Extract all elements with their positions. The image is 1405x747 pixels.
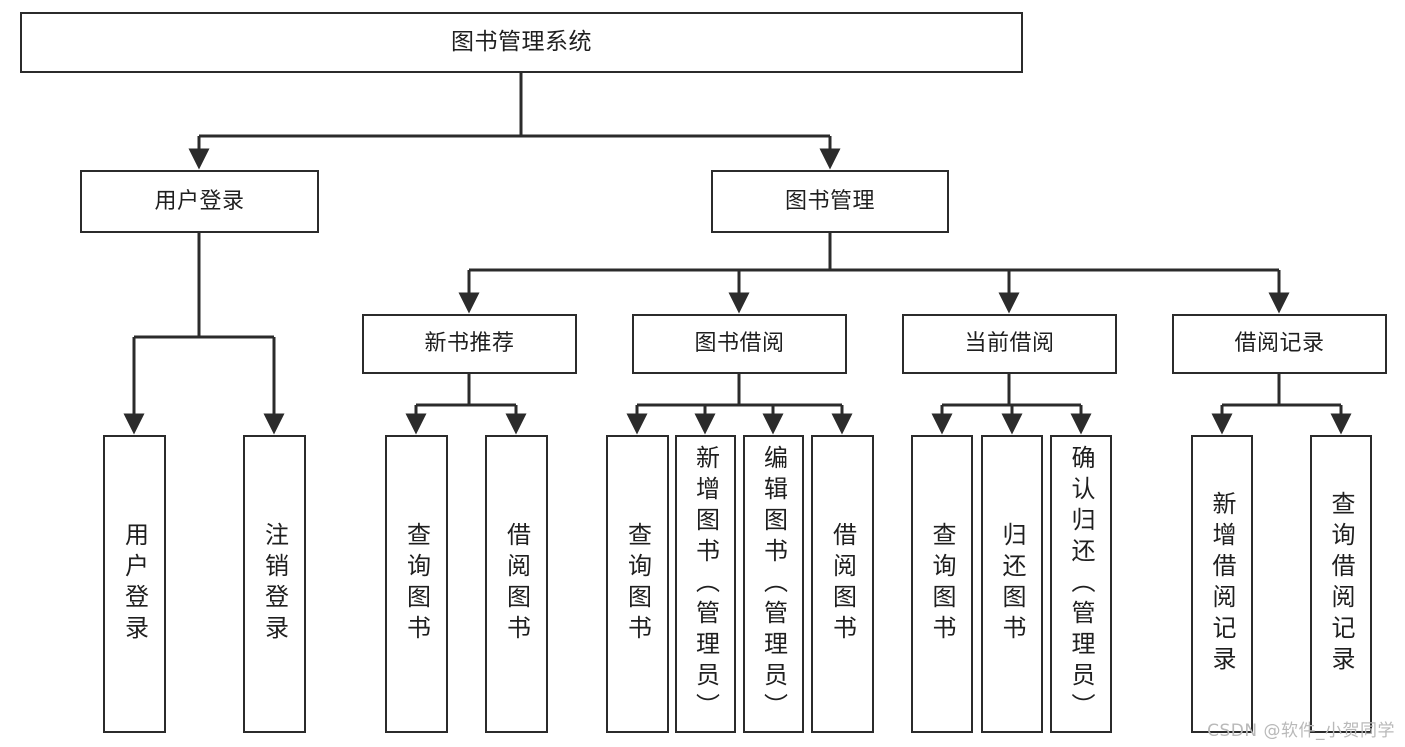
node-leaf-query-book-1-label: 查询图书 [402,522,431,646]
node-user-login-label: 用户登录 [154,188,245,214]
node-book-manage[interactable]: 图书管理 [711,170,949,233]
node-book-manage-label: 图书管理 [784,188,875,214]
node-leaf-edit-book[interactable]: 编辑图书（管理员） [743,435,804,733]
node-leaf-user-login[interactable]: 用户登录 [103,435,166,733]
node-leaf-query-record[interactable]: 查询借阅记录 [1310,435,1372,733]
node-borrow-record-label: 借阅记录 [1234,331,1325,357]
node-leaf-return-book-label: 归还图书 [998,522,1026,646]
node-new-book-recommend-label: 新书推荐 [424,331,515,357]
node-leaf-query-book-2-label: 查询图书 [623,522,652,646]
node-leaf-return-book[interactable]: 归还图书 [981,435,1043,733]
node-borrow-record[interactable]: 借阅记录 [1172,314,1387,374]
node-leaf-edit-book-label: 编辑图书（管理员） [759,444,788,724]
node-book-borrow-label: 图书借阅 [694,331,785,357]
node-current-borrow[interactable]: 当前借阅 [902,314,1117,374]
node-root-label: 图书管理系统 [451,28,592,55]
node-leaf-confirm-return-label: 确认归还（管理员） [1067,444,1095,724]
watermark: CSDN @软件_小贺同学 [1207,721,1395,741]
node-leaf-borrow-book-2[interactable]: 借阅图书 [811,435,874,733]
node-new-book-recommend[interactable]: 新书推荐 [362,314,577,374]
node-user-login[interactable]: 用户登录 [80,170,319,233]
node-leaf-add-book-label: 新增图书（管理员） [691,444,720,724]
node-leaf-add-record[interactable]: 新增借阅记录 [1191,435,1253,733]
node-leaf-add-book[interactable]: 新增图书（管理员） [675,435,736,733]
node-leaf-query-record-label: 查询借阅记录 [1327,491,1355,677]
node-book-borrow[interactable]: 图书借阅 [632,314,847,374]
node-leaf-user-login-label: 用户登录 [120,522,149,646]
node-leaf-query-book-2[interactable]: 查询图书 [606,435,669,733]
node-leaf-query-book-1[interactable]: 查询图书 [385,435,448,733]
node-root[interactable]: 图书管理系统 [20,12,1023,73]
node-leaf-borrow-book-1[interactable]: 借阅图书 [485,435,548,733]
node-leaf-borrow-book-1-label: 借阅图书 [502,522,531,646]
node-leaf-query-book-3-label: 查询图书 [928,522,956,646]
node-leaf-query-book-3[interactable]: 查询图书 [911,435,973,733]
node-leaf-confirm-return[interactable]: 确认归还（管理员） [1050,435,1112,733]
node-leaf-logout-label: 注销登录 [260,522,289,646]
node-current-borrow-label: 当前借阅 [964,331,1055,357]
node-leaf-add-record-label: 新增借阅记录 [1208,491,1236,677]
node-leaf-borrow-book-2-label: 借阅图书 [828,522,857,646]
node-leaf-logout[interactable]: 注销登录 [243,435,306,733]
